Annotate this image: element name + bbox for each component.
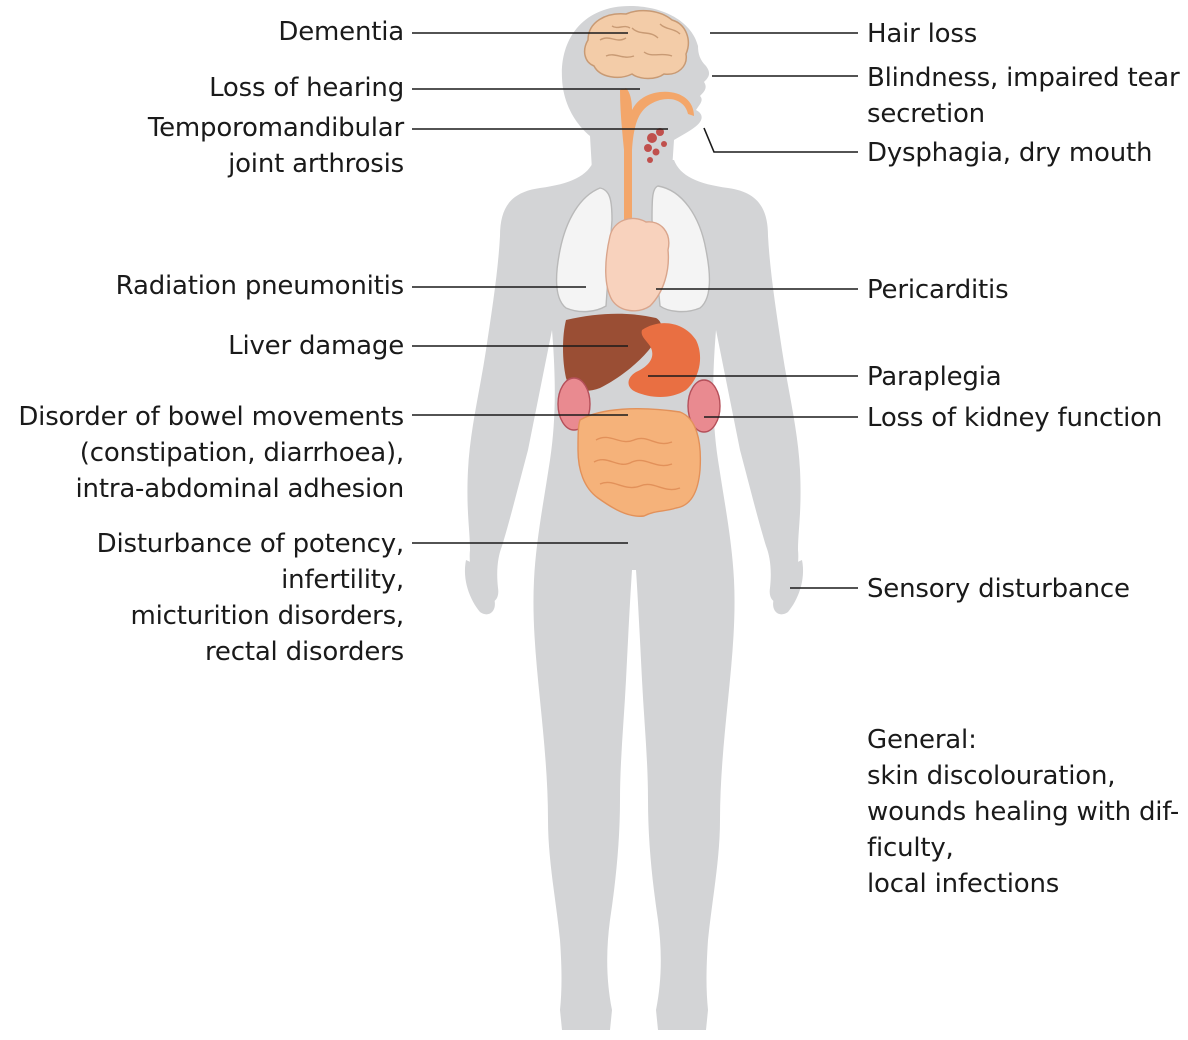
label-dysphagia: Dysphagia, dry mouth — [867, 135, 1152, 171]
label-blindness: Blindness, impaired tear secretion — [867, 60, 1179, 132]
brain — [585, 11, 689, 79]
label-dementia: Dementia — [278, 14, 404, 50]
label-pericarditis: Pericarditis — [867, 272, 1008, 308]
label-paraplegia: Paraplegia — [867, 359, 1001, 395]
label-loss-of-hearing: Loss of hearing — [209, 70, 404, 106]
label-tmj-arthrosis: Temporomandibular joint arthrosis — [148, 110, 404, 182]
label-sensory-disturbance: Sensory disturbance — [867, 571, 1130, 607]
label-kidney-loss: Loss of kidney function — [867, 400, 1162, 436]
body-silhouette — [465, 6, 803, 1030]
label-hair-loss: Hair loss — [867, 16, 977, 52]
label-potency-disturbance: Disturbance of potency, infertility, mic… — [97, 526, 404, 670]
label-bowel-disorder: Disorder of bowel movements (constipatio… — [18, 399, 404, 507]
label-liver-damage: Liver damage — [228, 328, 404, 364]
label-radiation-pneumonitis: Radiation pneumonitis — [116, 268, 404, 304]
general-note: General: skin discolouration, wounds hea… — [867, 722, 1179, 902]
